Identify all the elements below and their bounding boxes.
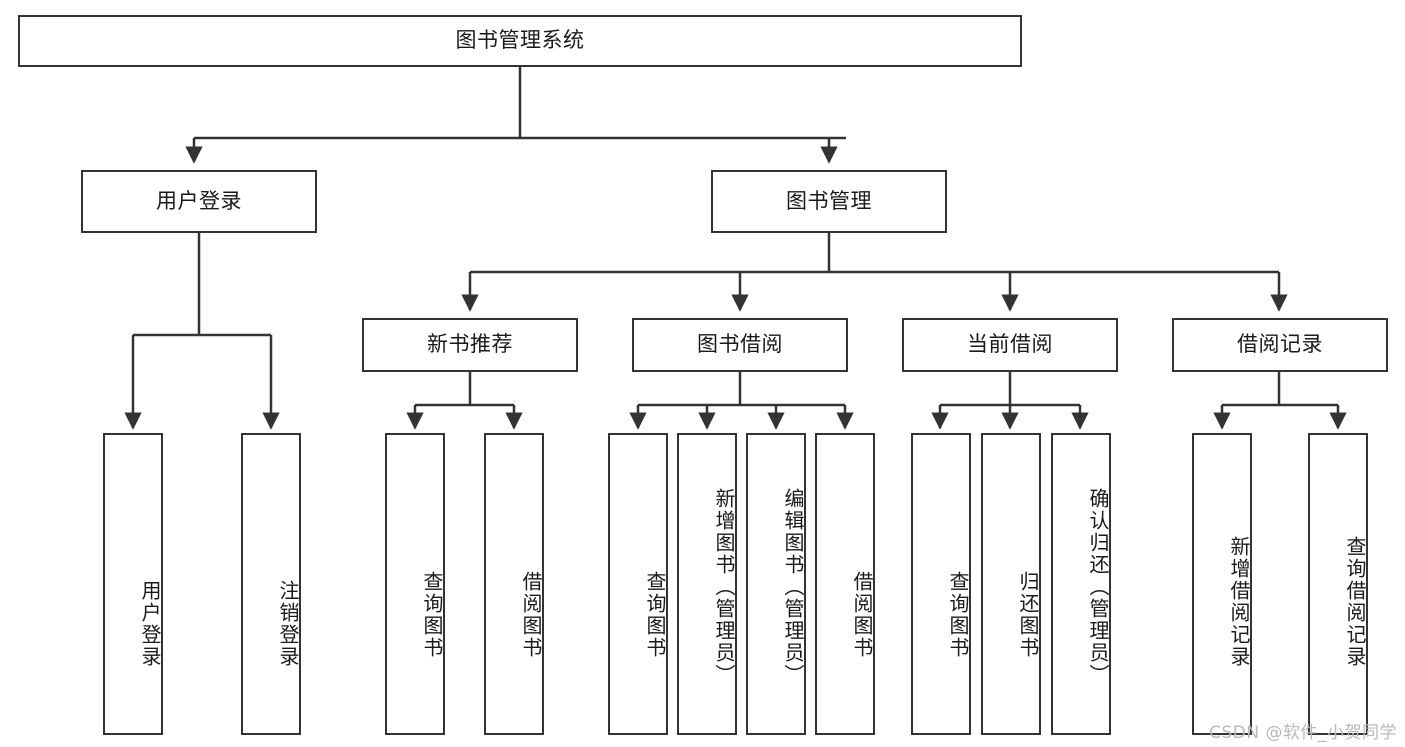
leaf-user-login-logout-label: 注销登录 (276, 580, 300, 668)
leaf-book-borrow-edit[interactable]: 编辑图书（管理员） (746, 433, 806, 735)
node-book-borrow[interactable]: 图书借阅 (632, 318, 848, 372)
leaf-new-book-query-label: 查询图书 (420, 571, 444, 659)
leaf-borrow-records-query-label: 查询借阅记录 (1343, 536, 1367, 668)
csdn-watermark: CSDN @软件_小贺同学 (1209, 723, 1397, 743)
node-borrow-records[interactable]: 借阅记录 (1172, 318, 1388, 372)
node-book-borrow-label: 图书借阅 (697, 332, 783, 357)
leaf-book-borrow-edit-label: 编辑图书（管理员） (781, 488, 805, 686)
node-book-manage-label: 图书管理 (786, 188, 872, 213)
node-new-book-recommend[interactable]: 新书推荐 (362, 318, 578, 372)
leaf-current-borrow-query-label: 查询图书 (946, 571, 970, 659)
leaf-book-borrow-add-label: 新增图书（管理员） (712, 488, 736, 686)
leaf-user-login-logout[interactable]: 注销登录 (241, 433, 301, 735)
leaf-new-book-query[interactable]: 查询图书 (385, 433, 445, 735)
leaf-book-borrow-borrow[interactable]: 借阅图书 (815, 433, 875, 735)
node-current-borrow[interactable]: 当前借阅 (902, 318, 1118, 372)
leaf-book-borrow-query-label: 查询图书 (643, 571, 667, 659)
leaf-current-borrow-confirm[interactable]: 确认归还（管理员） (1051, 433, 1111, 735)
leaf-current-borrow-query[interactable]: 查询图书 (911, 433, 971, 735)
node-borrow-records-label: 借阅记录 (1237, 332, 1323, 357)
node-current-borrow-label: 当前借阅 (967, 332, 1053, 357)
node-root-system-label: 图书管理系统 (455, 28, 585, 53)
leaf-current-borrow-return[interactable]: 归还图书 (981, 433, 1041, 735)
leaf-user-login-login[interactable]: 用户登录 (103, 433, 163, 735)
node-new-book-recommend-label: 新书推荐 (427, 332, 513, 357)
leaf-new-book-borrow-label: 借阅图书 (519, 571, 543, 659)
leaf-current-borrow-return-label: 归还图书 (1016, 571, 1040, 659)
node-user-login[interactable]: 用户登录 (81, 170, 317, 233)
leaf-book-borrow-add[interactable]: 新增图书（管理员） (677, 433, 737, 735)
leaf-new-book-borrow[interactable]: 借阅图书 (484, 433, 544, 735)
leaf-user-login-login-label: 用户登录 (138, 580, 162, 668)
node-user-login-label: 用户登录 (156, 188, 242, 213)
leaf-current-borrow-confirm-label: 确认归还（管理员） (1086, 488, 1110, 686)
leaf-book-borrow-borrow-label: 借阅图书 (850, 571, 874, 659)
node-book-manage[interactable]: 图书管理 (711, 170, 947, 233)
leaf-book-borrow-query[interactable]: 查询图书 (608, 433, 668, 735)
leaf-borrow-records-add[interactable]: 新增借阅记录 (1192, 433, 1252, 735)
leaf-borrow-records-query[interactable]: 查询借阅记录 (1308, 433, 1368, 735)
leaf-borrow-records-add-label: 新增借阅记录 (1227, 536, 1251, 668)
node-root-system[interactable]: 图书管理系统 (18, 15, 1022, 67)
